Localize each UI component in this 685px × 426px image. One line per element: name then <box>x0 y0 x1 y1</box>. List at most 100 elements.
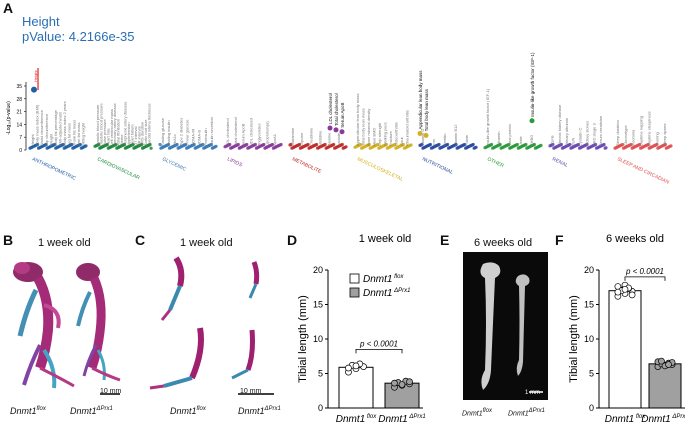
trait-label: Total protein <box>507 124 512 146</box>
trait-label: BUN <box>571 137 576 146</box>
labeled-hit-label: Appendicular lean body mass <box>418 70 423 130</box>
trait-label: 2-hour glucose <box>184 119 189 146</box>
trait-label: Urate <box>518 135 523 146</box>
trait-point <box>602 142 606 147</box>
trait-label: Aortic root size <box>143 119 148 146</box>
trait-label: Proinsulin <box>203 128 208 146</box>
trait-point <box>532 142 537 147</box>
trait-point <box>428 142 432 147</box>
trait-label: eGFR <box>550 135 555 146</box>
x-tick-label: Dnmt1 ΔPrx1 <box>641 414 685 425</box>
trait-label: Kidney stones <box>584 121 589 146</box>
trait-label: Peripheral artery disease <box>123 101 128 146</box>
data-point <box>398 381 406 388</box>
significance-label: p < 0.0001 <box>625 267 664 276</box>
data-point <box>621 285 629 293</box>
trait-label: Serum creatinine <box>598 115 603 146</box>
legend-swatch <box>349 273 360 284</box>
trait-point <box>297 142 302 147</box>
trait-point <box>594 142 598 147</box>
trait-point <box>646 142 650 147</box>
highlight-pvalue: pValue: 4.2166e-35 <box>22 29 135 44</box>
trait-label: Walking pace <box>383 121 388 146</box>
trait-point <box>192 142 196 147</box>
y-axis-label: -Log₁₀(p-value) <box>6 101 12 135</box>
trait-label: HbA1c <box>172 134 177 146</box>
trait-point <box>524 142 528 147</box>
trait-point <box>270 142 275 147</box>
trait-label: Stroke <box>119 134 124 146</box>
trait-label: Chronotype <box>623 125 628 146</box>
trait-point <box>401 142 405 147</box>
trait-point <box>105 142 109 147</box>
trait-point <box>61 142 65 147</box>
trait-label: Serum ApoB <box>241 123 246 146</box>
y-tick-label: 35 <box>16 84 22 90</box>
limb-prx-upper <box>248 261 260 299</box>
label-flox-e: Dnmt1flox <box>462 408 492 418</box>
legend-swatch <box>349 287 360 298</box>
category-label: ANTHROPOMETRIC <box>31 156 77 182</box>
trait-point <box>629 142 633 147</box>
labeled-hit-point <box>529 118 535 124</box>
trait-label: Appendicular lean body mass <box>355 94 360 146</box>
trait-point <box>78 142 82 147</box>
trait-point <box>604 146 608 150</box>
trait-point <box>323 142 327 147</box>
labeled-hit-label: Insulin-like growth factor (IGF-1) <box>530 52 535 117</box>
y-tick-label: 5 <box>318 369 323 379</box>
trait-point <box>463 142 467 147</box>
height-point <box>31 86 37 93</box>
trait-label: Histidine <box>318 130 323 146</box>
tibia-prx <box>515 274 530 376</box>
trait-point <box>84 144 88 148</box>
trait-point <box>332 142 336 147</box>
y-tick-label: 15 <box>584 300 594 310</box>
trait-point <box>344 145 348 149</box>
trait-point <box>97 142 101 147</box>
trait-label: Fasting glucose <box>160 117 165 146</box>
trait-label: Systolic blood pressure <box>95 104 100 146</box>
y-tick-label: 5 <box>589 369 594 379</box>
trait-label: Cystatin C <box>578 127 583 146</box>
trait-point <box>490 142 494 147</box>
trait-label: Pulse pressure <box>102 119 107 146</box>
labeled-hit-point <box>423 132 429 138</box>
limb-image-c <box>149 256 274 395</box>
trait-label: Body fat percentage <box>53 109 58 146</box>
trait-label: CKD stage 3 <box>591 123 596 146</box>
highlight-trait: Height <box>22 14 60 29</box>
trait-point <box>340 142 344 147</box>
trait-point <box>201 142 205 147</box>
trait-label: Height <box>30 134 35 146</box>
limb-flox-lower <box>149 327 204 390</box>
micro-ct-image <box>463 252 548 400</box>
trait-label: Weight <box>48 133 53 146</box>
trait-label: Sleep duration <box>615 120 620 146</box>
trait-label: Insulin secretion <box>209 117 214 146</box>
y-tick-label: 0 <box>589 403 594 413</box>
trait-label: Glutamine <box>290 127 295 146</box>
trait-label: Hip circumference <box>44 113 49 146</box>
trait-label: Vitamin B12 <box>453 124 458 146</box>
trait-label: SHBG <box>529 135 534 146</box>
y-tick-label: 20 <box>313 265 323 275</box>
bar <box>648 363 682 409</box>
x-tick-label: Dnmt1 flox <box>336 414 377 425</box>
limb-flox-upper <box>160 256 185 321</box>
category-label: OTHER <box>486 156 505 169</box>
trait-label: Gout <box>399 136 404 146</box>
y-tick-label: 10 <box>584 334 594 344</box>
x-tick-label: Dnmt1 flox <box>605 414 646 425</box>
trait-point <box>149 146 153 150</box>
trait-point <box>420 142 424 147</box>
skeleton-image-b <box>13 262 121 395</box>
panel-c-title: 1 week old <box>180 237 233 249</box>
legend-label: Dnmt1 ΔPrx1 <box>363 288 410 299</box>
data-point <box>391 379 398 387</box>
trait-label: BMI-adjusted waist <box>58 111 63 146</box>
significance-bracket <box>624 276 666 281</box>
labeled-hit-label: LDL cholesterol <box>328 93 333 124</box>
